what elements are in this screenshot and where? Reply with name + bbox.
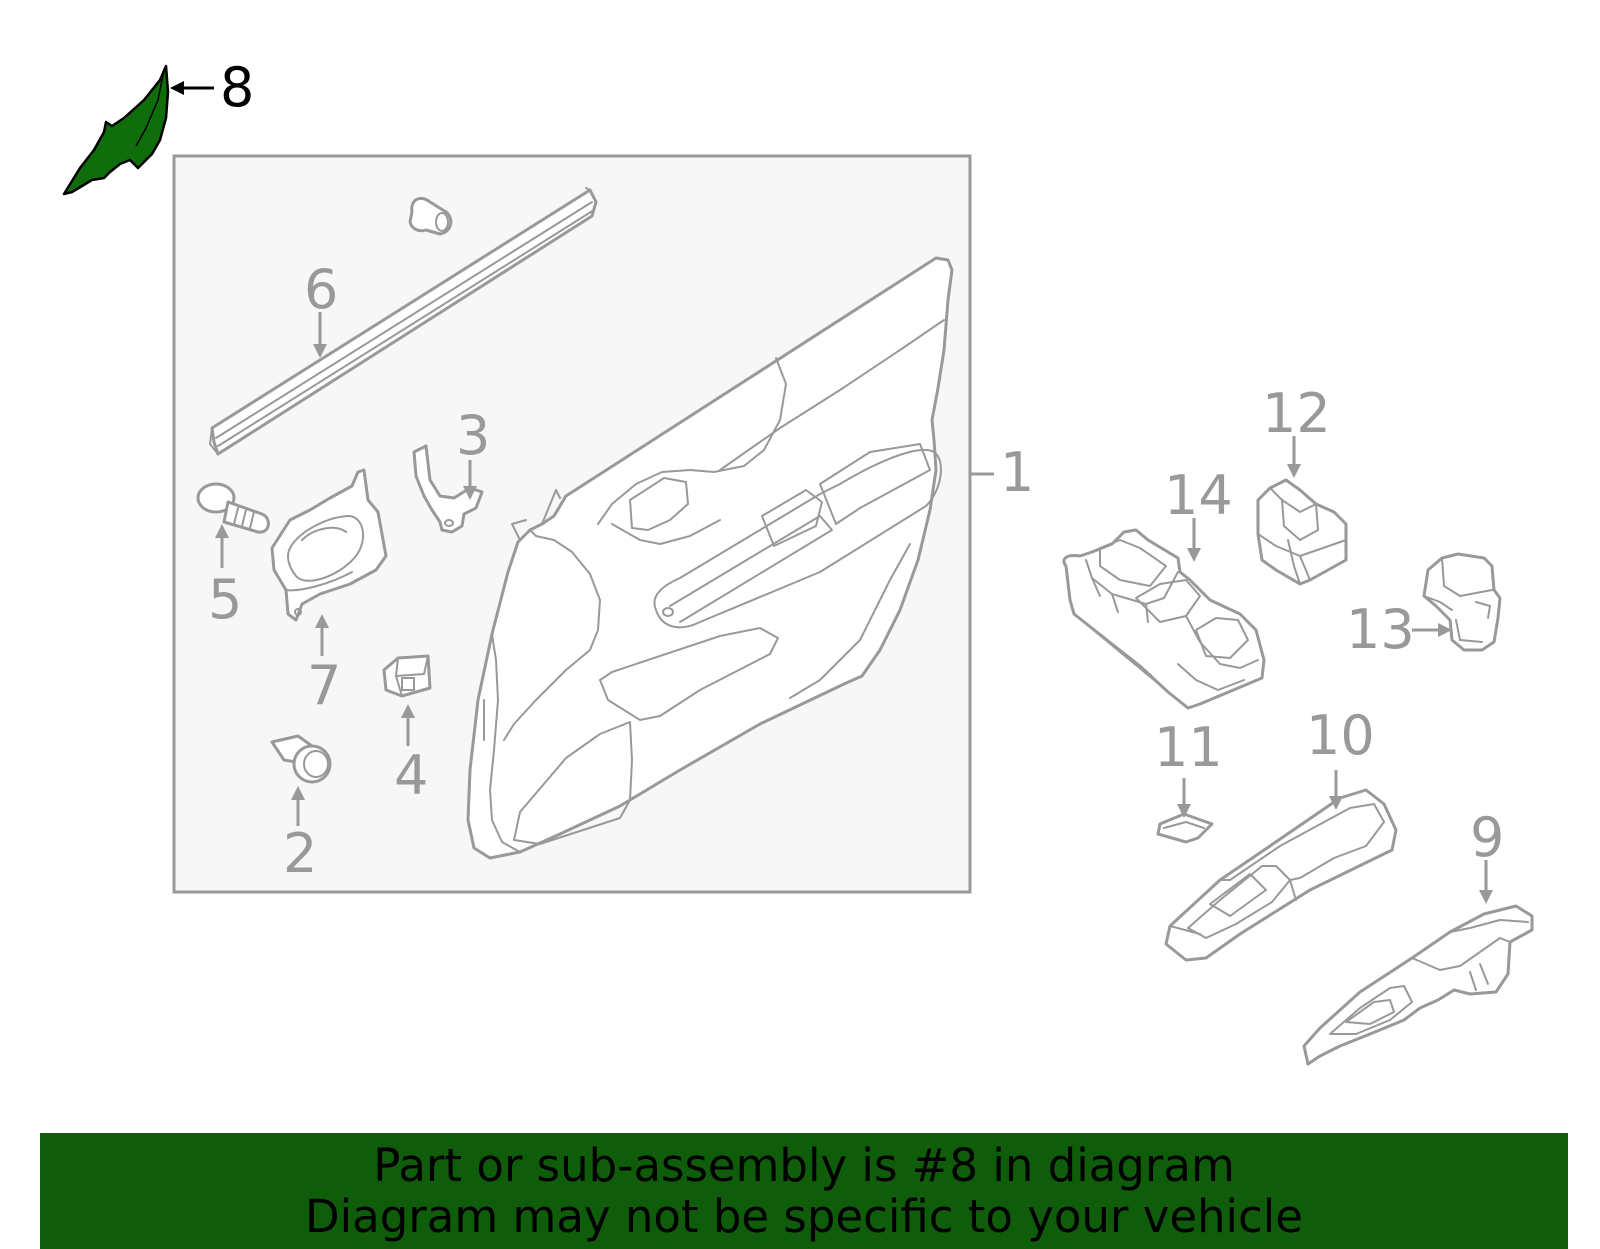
callout-8-arrow [170,81,214,95]
part-13-switch[interactable] [1422,552,1502,652]
part-11-pad[interactable] [1156,812,1214,844]
callout-11: 11 [1154,716,1223,779]
callout-8: 8 [220,56,254,119]
callout-14-arrow [1187,518,1201,562]
info-banner: Part or sub-assembly is #8 in diagram Di… [40,1133,1568,1249]
callout-4: 4 [394,744,428,807]
callout-14: 14 [1164,464,1233,527]
callout-13: 13 [1346,598,1415,661]
part-2-pushclip[interactable] [270,734,332,784]
callout-7-arrow [315,614,329,656]
clip-top [408,196,453,236]
part-9-armrest[interactable] [1302,904,1534,1066]
callout-9: 9 [1470,806,1504,869]
part-3-bracket[interactable] [412,444,484,534]
callout-4-arrow [401,704,415,746]
callout-13-arrow [1412,623,1452,637]
callout-3-arrow [463,460,477,500]
callout-5: 5 [208,568,242,631]
callout-10: 10 [1306,704,1375,767]
part-14-master-switch[interactable] [1062,528,1266,710]
callout-2-arrow [291,786,305,826]
callout-9-arrow [1479,860,1493,904]
part-7-handle[interactable] [270,468,388,622]
callout-6-arrow [313,312,327,358]
callout-10-arrow [1329,770,1343,810]
part-5-screw[interactable] [196,482,270,534]
callout-5-arrow [215,524,229,568]
part-4-clip[interactable] [382,654,432,698]
banner-line-2: Diagram may not be specific to your vehi… [305,1190,1303,1243]
callout-1: 1 [1000,441,1034,504]
part-12-switch[interactable] [1256,478,1348,586]
callout-12-arrow [1287,436,1301,478]
part-8-highlighted[interactable] [62,64,170,196]
part-1-door-panel[interactable] [466,256,954,860]
callout-6: 6 [304,258,338,321]
callout-7: 7 [307,654,341,717]
callout-3: 3 [456,404,490,467]
part-10-bezel[interactable] [1164,788,1398,962]
banner-line-1: Part or sub-assembly is #8 in diagram [373,1139,1235,1192]
part-6-weatherstrip[interactable] [209,187,598,456]
callout-2: 2 [283,822,317,885]
callout-12: 12 [1262,382,1331,445]
callout-11-arrow [1177,778,1191,818]
